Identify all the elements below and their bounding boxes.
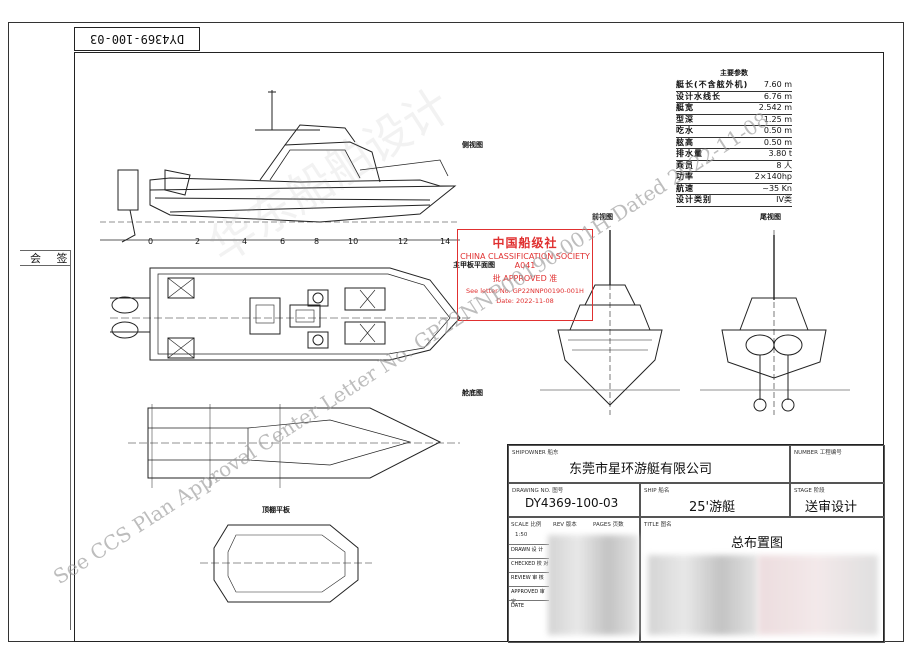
frame-number: 14 (440, 237, 451, 246)
redacted-area-mid (648, 555, 758, 635)
particulars-value: 3.80 t (768, 149, 793, 158)
stamp-org-en: CHINA CLASSIFICATION SOCIETY (460, 252, 590, 261)
countersign-strip (20, 250, 71, 630)
stamp-code: A041 (514, 261, 536, 270)
label-side-view: 侧视图 (462, 141, 483, 149)
particulars-label: 功率 (676, 172, 694, 181)
particulars-row: 设计类别 IV类 (676, 195, 792, 207)
stamp-letter: See letter No. GP22NNP00190-001H (466, 287, 584, 295)
deck-plan-view (110, 267, 470, 361)
tb-pages-label: PAGES 页数 (593, 522, 624, 528)
tb-number-label: NUMBER 工程编号 (794, 450, 842, 456)
particulars-value: 2.542 m (758, 103, 792, 112)
tb-stage: 送审设计 (805, 500, 858, 515)
label-stern-view: 尾视图 (760, 213, 781, 221)
particulars-label: 吃水 (676, 126, 694, 135)
tb-ship-name: 25'游艇 (689, 500, 736, 515)
particulars-row: 设计水线长 6.76 m (676, 91, 792, 103)
tb-signatures-cell: SCALE 比例 REV 版本 PAGES 页数 1:50 DRAWN 设 计 C… (508, 517, 640, 643)
label-deck-plan: 主甲板平面图 (453, 261, 495, 269)
particulars-row: 吃水 0.50 m (676, 126, 792, 138)
title-block: SHIPOWNER 船东 东莞市星环游艇有限公司 NUMBER 工程编号 DRA… (507, 444, 885, 643)
roof-top-view (200, 524, 372, 603)
tb-drawing-cell: DRAWING NO. 图号 DY4369-100-03 (508, 483, 640, 517)
tb-title: 总布置图 (731, 536, 784, 551)
side-view (100, 90, 460, 243)
particulars-value: 6.76 m (763, 91, 792, 101)
tb-shipowner-cell: SHIPOWNER 船东 东莞市星环游艇有限公司 (508, 445, 790, 483)
label-roof-view: 顶棚平板 (262, 506, 290, 514)
particulars-value: IV类 (776, 195, 792, 204)
particulars-label: 设计水线长 (676, 91, 721, 101)
tb-rev-label: REV 版本 (553, 522, 577, 528)
stamp-date: Date: 2022-11-08 (496, 297, 554, 305)
particulars-label: 艇宽 (676, 103, 694, 112)
particulars-label: 排水量 (676, 149, 703, 158)
tb-signature-row: REVIEW 审 核 (509, 572, 549, 582)
label-bottom-view: 舱底图 (462, 389, 483, 397)
frame-number: 6 (280, 237, 286, 246)
tb-signature-row: APPROVED 审 定 (509, 586, 549, 605)
tb-shipowner: 东莞市星环游艇有限公司 (569, 462, 713, 477)
frame-number: 10 (348, 237, 359, 246)
tb-title-cell: TITLE 图名 总布置图 (640, 517, 885, 643)
tb-drawing-no: DY4369-100-03 (525, 496, 619, 510)
tb-ship-cell: SHIP 船名 25'游艇 (640, 483, 790, 517)
tb-ship-label: SHIP 船名 (644, 488, 670, 494)
particulars-label: 航速 (676, 183, 694, 193)
redacted-area-right (758, 555, 878, 635)
stern-view (700, 230, 850, 415)
particulars-label: 舷高 (676, 137, 694, 147)
particulars-row: 艇宽 2.542 m (676, 103, 792, 115)
particulars-title: 主要参数 (720, 69, 748, 77)
particulars-label: 乘员 (676, 160, 694, 170)
particulars-value: 1.25 m (763, 114, 792, 124)
tb-signature-row: CHECKED 校 对 (509, 558, 549, 568)
particulars-label: 设计类别 (676, 195, 712, 204)
frame-number: 8 (314, 237, 320, 246)
bottom-view (128, 404, 460, 488)
frame-number: 2 (195, 237, 201, 246)
particulars-row: 乘员 8 人 (676, 160, 792, 172)
stamp-approved: 批 APPROVED 准 (492, 274, 558, 283)
particulars-value: ~35 Kn (762, 183, 792, 193)
countersign-label: 会 签 (30, 252, 74, 265)
redacted-area-left (548, 535, 638, 635)
particulars-value: 7.60 m (763, 80, 792, 89)
main-particulars-table: 主要参数 艇长(不含舷外机) 7.60 m 设计水线长 6.76 m 艇宽 2.542 m… (676, 68, 792, 207)
frame-number: 4 (242, 237, 248, 246)
drawing-frame (74, 52, 884, 642)
particulars-value: 8 人 (776, 160, 792, 170)
tb-scale: 1:50 (515, 532, 528, 538)
stamp-org-cn: 中国船级社 (492, 236, 558, 250)
ccs-approval-stamp: 中国船级社 CHINA CLASSIFICATION SOCIETY A041 … (457, 229, 593, 321)
tb-stage-label: STAGE 阶段 (794, 488, 825, 494)
particulars-value: 0.50 m (763, 137, 792, 147)
tb-signature-row: DATE (509, 600, 549, 610)
particulars-row: 舷高 0.50 m (676, 137, 792, 149)
front-view (540, 230, 680, 415)
tb-scale-label: SCALE 比例 (511, 522, 542, 528)
particulars-label: 型深 (676, 114, 694, 124)
tb-title-label: TITLE 图名 (644, 522, 672, 528)
tb-drawing-label: DRAWING NO. 图号 (512, 488, 564, 494)
particulars-row: 航速 ~35 Kn (676, 183, 792, 195)
particulars-value: 2×140hp (754, 172, 792, 181)
particulars-row: 功率 2×140hp (676, 172, 792, 184)
tb-number-cell: NUMBER 工程编号 (790, 445, 885, 483)
tb-stage-cell: STAGE 阶段 送审设计 (790, 483, 885, 517)
tb-shipowner-label: SHIPOWNER 船东 (512, 450, 559, 456)
label-front-view: 前视图 (592, 213, 613, 221)
particulars-value: 0.50 m (763, 126, 792, 135)
particulars-row: 排水量 3.80 t (676, 149, 792, 161)
particulars-label: 艇长(不含舷外机) (676, 80, 749, 89)
particulars-row: 艇长(不含舷外机) 7.60 m (676, 80, 792, 92)
frame-number: 0 (148, 237, 154, 246)
tb-signature-row: DRAWN 设 计 (509, 544, 549, 554)
frame-number: 12 (398, 237, 409, 246)
particulars-row: 型深 1.25 m (676, 114, 792, 126)
